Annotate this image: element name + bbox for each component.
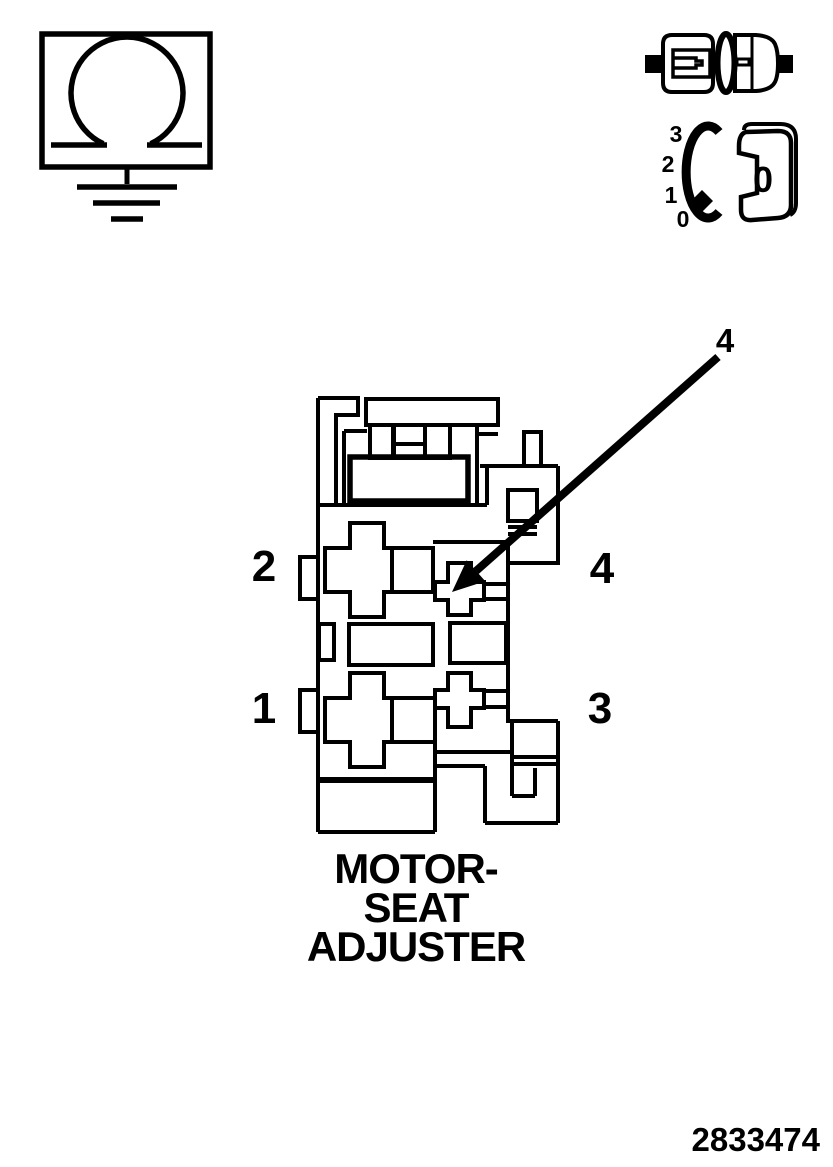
latch-band [364, 397, 500, 427]
female-connector-seal-ring [714, 31, 738, 95]
wire-stub-left [645, 55, 665, 73]
upper-right-socket [506, 488, 539, 523]
position-pointer-diamond [691, 190, 713, 212]
callout-arrow [452, 354, 721, 592]
component-label-line-3: ADJUSTER [307, 923, 526, 970]
component-label-line-2: SEAT [364, 884, 470, 931]
top-right-rib [522, 430, 543, 468]
ground-icon [77, 184, 177, 222]
pin-1-terminal-pocket [390, 696, 437, 744]
center-lock-cavity [347, 454, 471, 504]
pin-2-terminal-cross [323, 521, 394, 619]
center-cavity [347, 622, 435, 667]
male-connector-body [661, 33, 715, 94]
female-lock-detent [735, 57, 751, 67]
key-head [736, 128, 794, 223]
key-face-label: 0 [753, 159, 773, 200]
key-3d-edge [742, 122, 798, 217]
pin-label-4: 4 [590, 544, 615, 593]
male-connector-slot [671, 48, 712, 79]
right-center-cavity [448, 621, 508, 665]
figure-number: 2833474 [692, 1121, 821, 1158]
ignition-position-3: 3 [670, 121, 683, 147]
component-label-line-1: MOTOR- [334, 845, 498, 892]
keyway-slot-a [368, 423, 395, 460]
pin-1-side-rib [298, 688, 320, 734]
keyway-slot-c [423, 423, 452, 460]
pin-3-terminal-cross [433, 671, 486, 729]
left-index-slot [317, 622, 336, 662]
ignition-position-1: 1 [665, 182, 678, 208]
pin-4-terminal-bar [482, 582, 510, 601]
lock-cylinder-arc [681, 121, 723, 223]
male-terminal-tongue [673, 56, 704, 70]
female-connector-body [733, 33, 781, 93]
pin-2-side-rib [298, 555, 320, 601]
lower-right-socket-lines [510, 721, 558, 766]
pin-label-2: 2 [252, 542, 276, 591]
callout-arrow-shaft [473, 354, 721, 574]
pin-label-3: 3 [588, 684, 612, 733]
pin-2-terminal-pocket [390, 546, 435, 594]
callout-label-4: 4 [716, 322, 735, 359]
pin-3-terminal-bar [482, 689, 510, 709]
connector-face-view [298, 396, 560, 834]
pin-1-terminal-cross [323, 671, 394, 769]
ohmmeter-to-ground-icon [39, 31, 213, 222]
ignition-switch-icon: 0 3 2 1 0 [662, 121, 798, 232]
ignition-position-2: 2 [662, 151, 675, 177]
wire-stub-right [777, 55, 793, 73]
callout-arrow-head [452, 560, 486, 592]
lower-right-notch [510, 764, 537, 798]
omega-icon [68, 34, 186, 147]
pin-label-1: 1 [252, 684, 276, 733]
component-label: MOTOR- SEAT ADJUSTER [307, 845, 527, 970]
keyway-slot-b [392, 423, 427, 460]
ignition-position-0: 0 [677, 206, 690, 232]
inline-connector-icon [645, 31, 793, 95]
